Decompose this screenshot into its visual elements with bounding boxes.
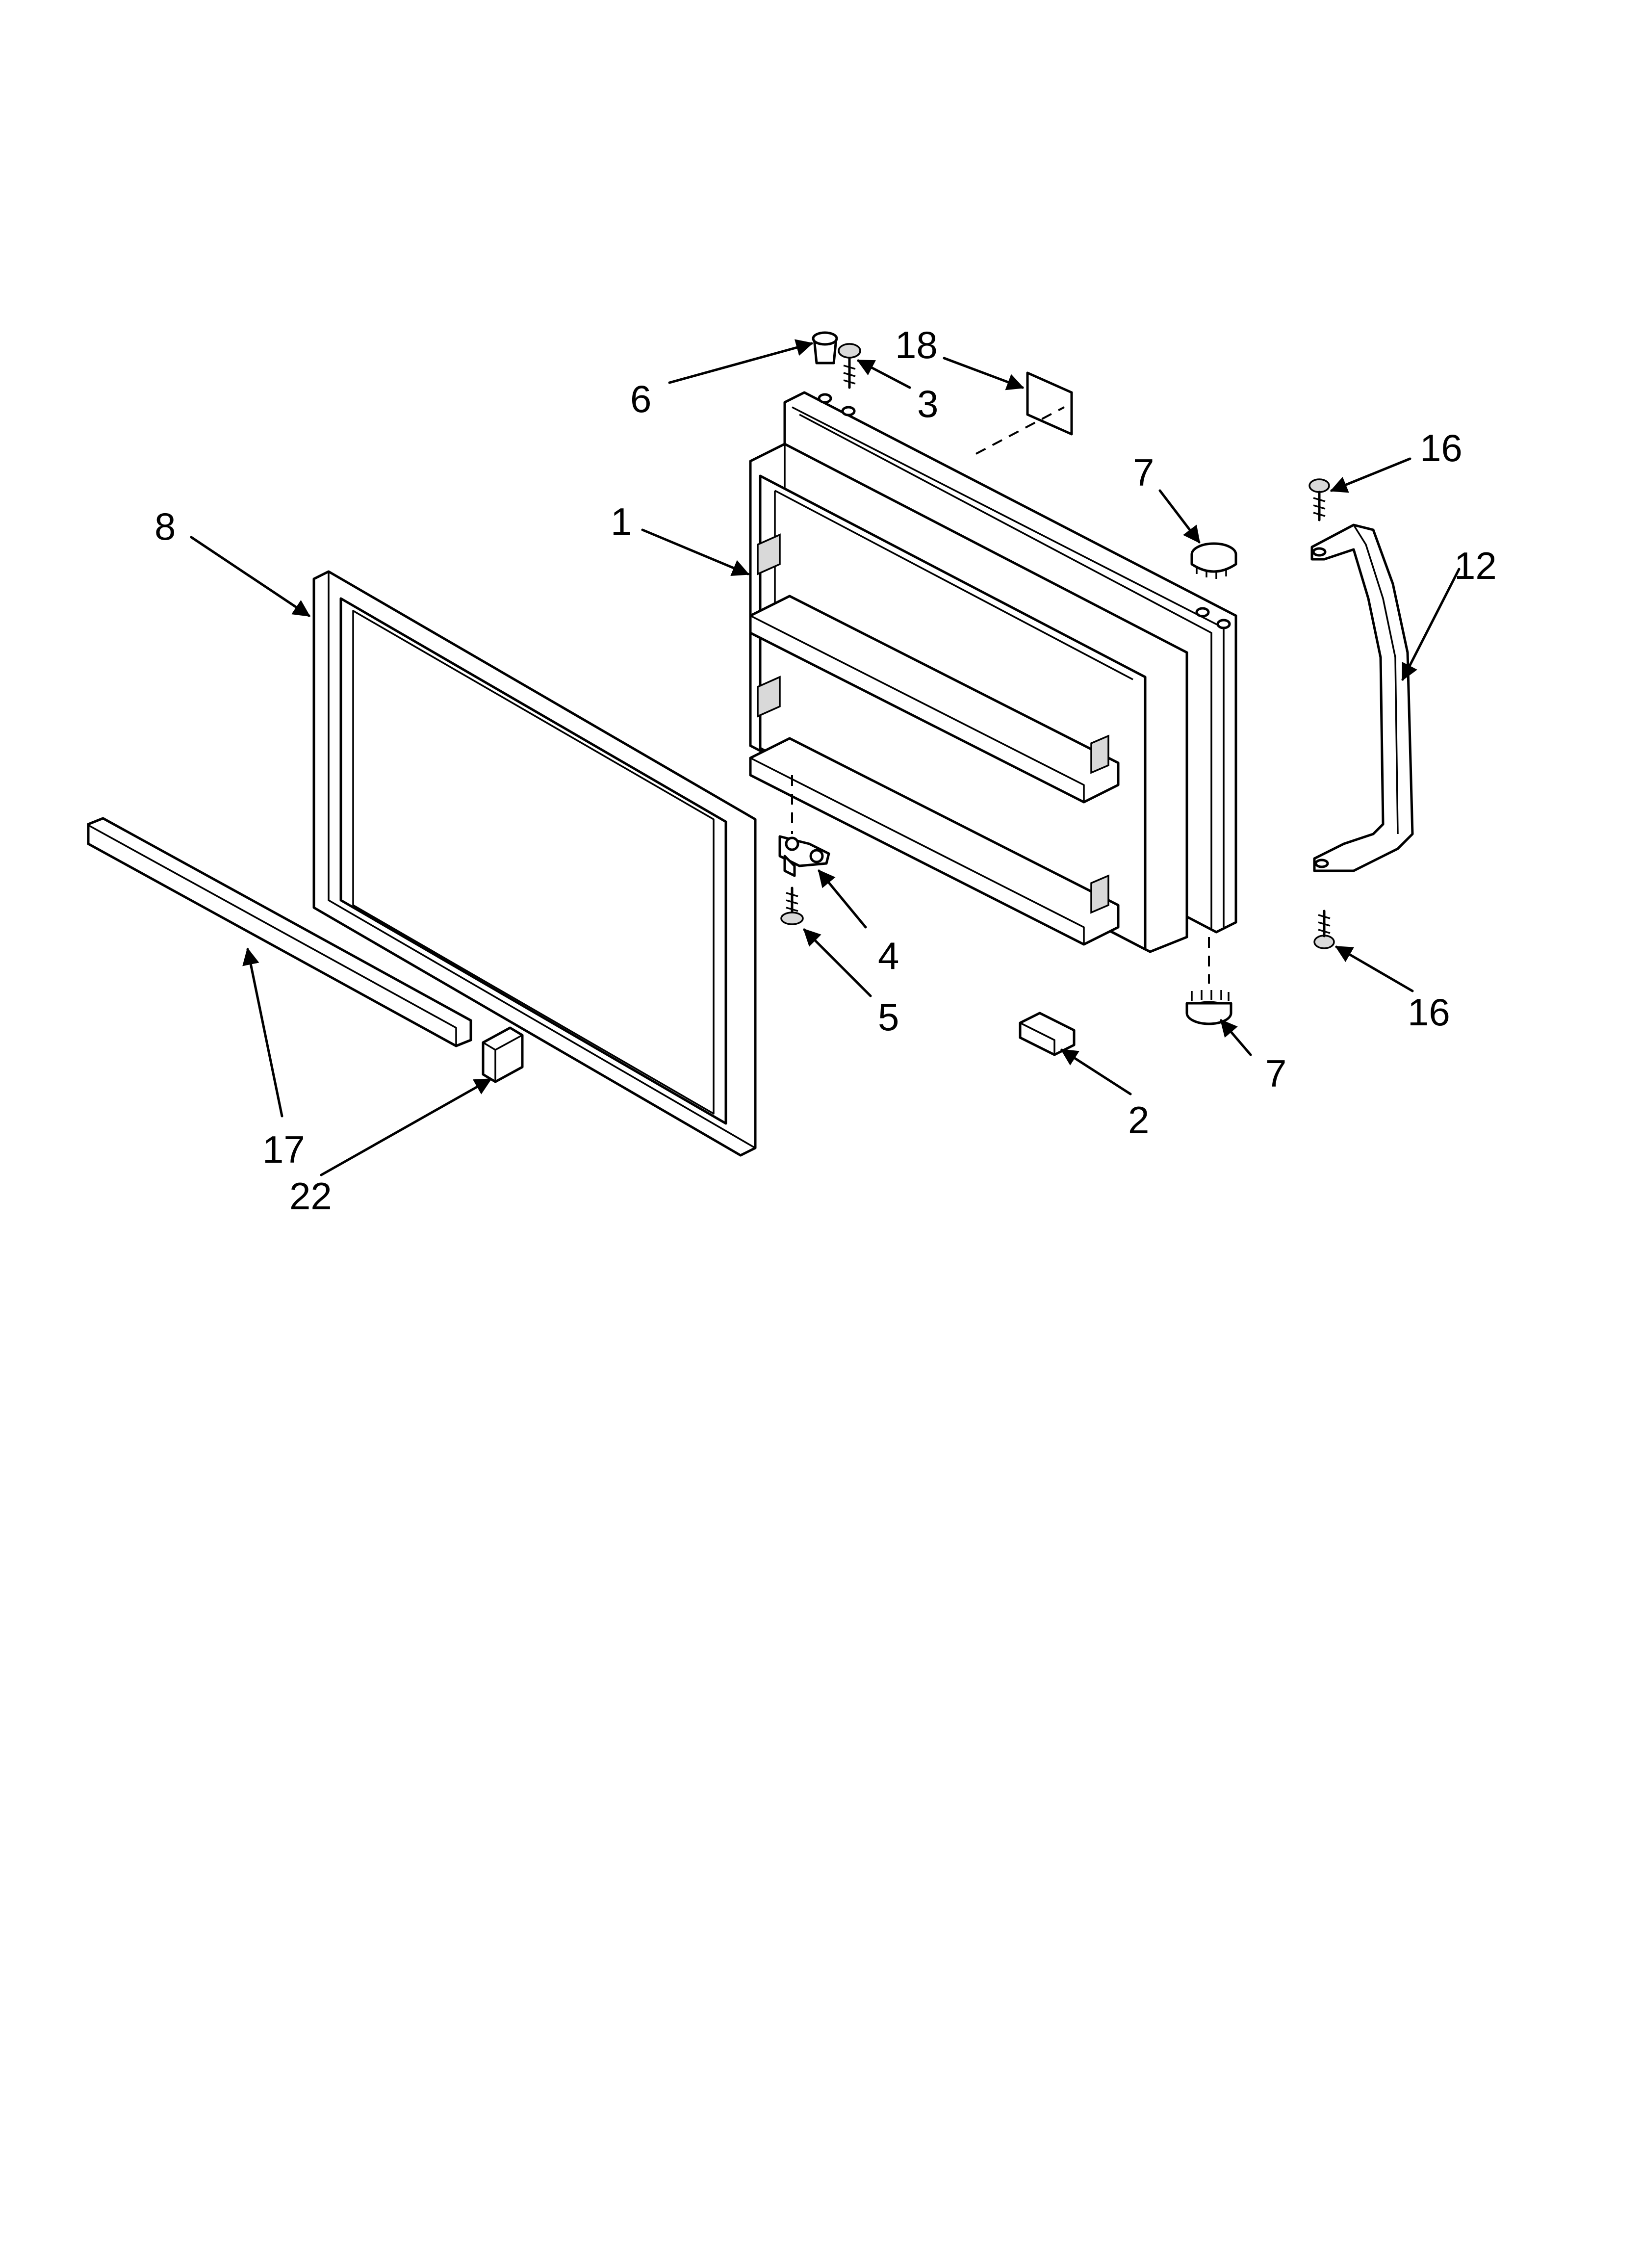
callout-screw-bushing: 5: [878, 995, 899, 1039]
cap-bottom: [1185, 937, 1232, 1025]
leader-lines: [190, 339, 1461, 1176]
callout-door-liner: 1: [611, 500, 632, 543]
callout-gasket: 8: [154, 505, 176, 548]
callout-door-bracket: 2: [1128, 1098, 1149, 1142]
callout-plug-top: 6: [630, 377, 651, 420]
plug: [812, 331, 838, 365]
callout-label: 18: [895, 323, 938, 366]
label-assembly-line: [975, 406, 1065, 455]
callout-screw-top: 3: [917, 382, 938, 425]
callout-handle: 12: [1454, 544, 1497, 587]
callout-screw-handle-bottom: 16: [1408, 991, 1450, 1034]
cap-top: [1190, 542, 1237, 579]
callout-cap-bottom: 7: [1265, 1052, 1286, 1095]
door-liner: [749, 391, 1237, 953]
screw-bushing: [780, 886, 804, 925]
callout-hinge-bushing: 4: [878, 934, 899, 977]
hinge-bushing: [778, 775, 830, 877]
end-cap: [482, 1026, 524, 1083]
screw-top: [838, 343, 861, 389]
callout-screw-handle-top: 16: [1420, 426, 1462, 469]
door-bracket: [1019, 1012, 1076, 1056]
gasket: [312, 570, 757, 1157]
callout-cap-top: 7: [1133, 451, 1154, 494]
door-handle: [1310, 523, 1414, 872]
label-decal: [1026, 371, 1073, 436]
screw-handle-bottom: [1313, 910, 1335, 949]
callout-end-cap: 22: [289, 1174, 332, 1218]
screw-handle-top: [1308, 478, 1330, 521]
callout-trim: 17: [262, 1128, 305, 1171]
door-trim: [87, 817, 472, 1047]
